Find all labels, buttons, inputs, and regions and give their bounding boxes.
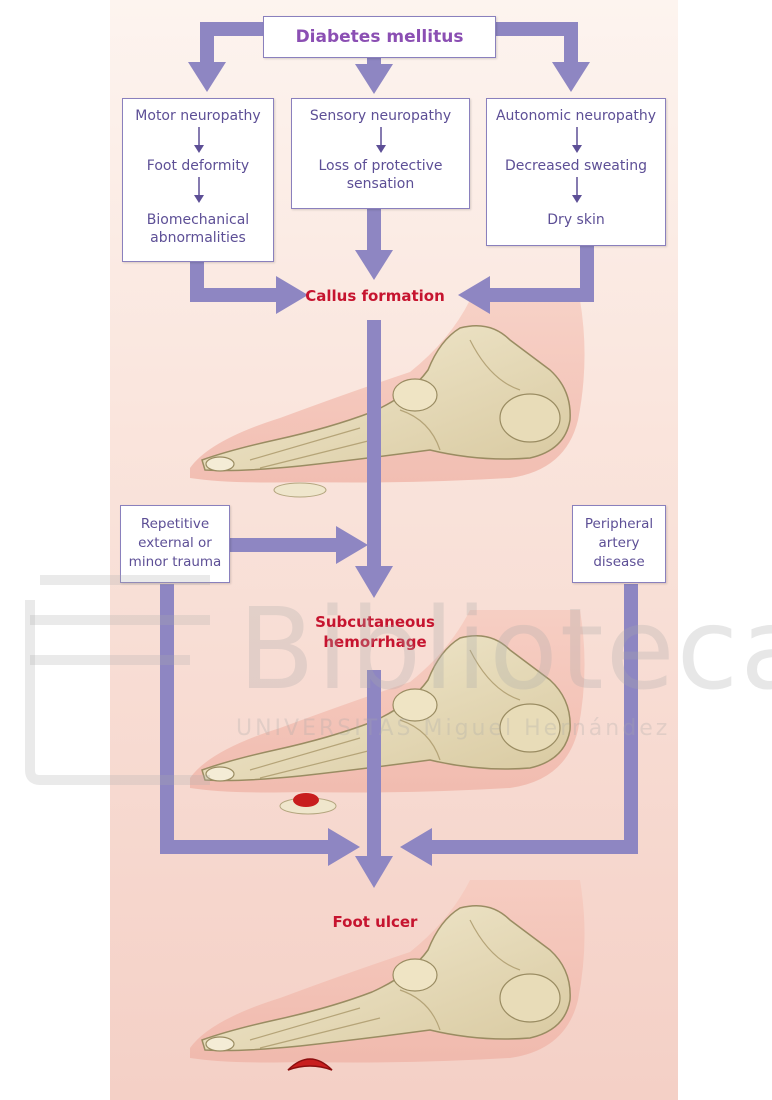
motor-neuropathy-box: Motor neuropathy Foot deformity Biomecha… (122, 98, 274, 262)
decreased-sweating-label: Decreased sweating (487, 157, 665, 175)
foot-ulcer-label: Foot ulcer (310, 912, 440, 932)
motor-neuropathy-label: Motor neuropathy (123, 107, 273, 125)
watermark-logo-icon (10, 560, 230, 790)
sensory-neuropathy-label: Sensory neuropathy (292, 107, 469, 125)
diagram-panel: Diabetes mellitus Motor neuropathy Foot … (110, 0, 678, 1100)
watermark-subtext: UNIVERSITAS Miguel Hernández (236, 716, 670, 741)
root-condition-box: Diabetes mellitus (263, 16, 496, 58)
foot-deformity-label: Foot deformity (123, 157, 273, 175)
watermark-text: Biblioteca (238, 585, 772, 715)
peripheral-artery-disease-label: Peripheral artery disease (573, 515, 665, 572)
peripheral-artery-disease-box: Peripheral artery disease (572, 505, 666, 583)
foot-illustration-3 (190, 880, 585, 1070)
loss-of-protective-sensation-label: Loss of protective sensation (292, 157, 469, 193)
autonomic-neuropathy-label: Autonomic neuropathy (487, 107, 665, 125)
root-condition-label: Diabetes mellitus (296, 27, 464, 47)
dry-skin-label: Dry skin (487, 211, 665, 229)
foot-illustration-1 (190, 300, 585, 497)
autonomic-neuropathy-box: Autonomic neuropathy Decreased sweating … (486, 98, 666, 246)
biomechanical-abnormalities-label: Biomechanical abnormalities (123, 211, 273, 247)
callus-formation-label: Callus formation (300, 286, 450, 306)
sensory-neuropathy-box: Sensory neuropathy Loss of protective se… (291, 98, 470, 209)
